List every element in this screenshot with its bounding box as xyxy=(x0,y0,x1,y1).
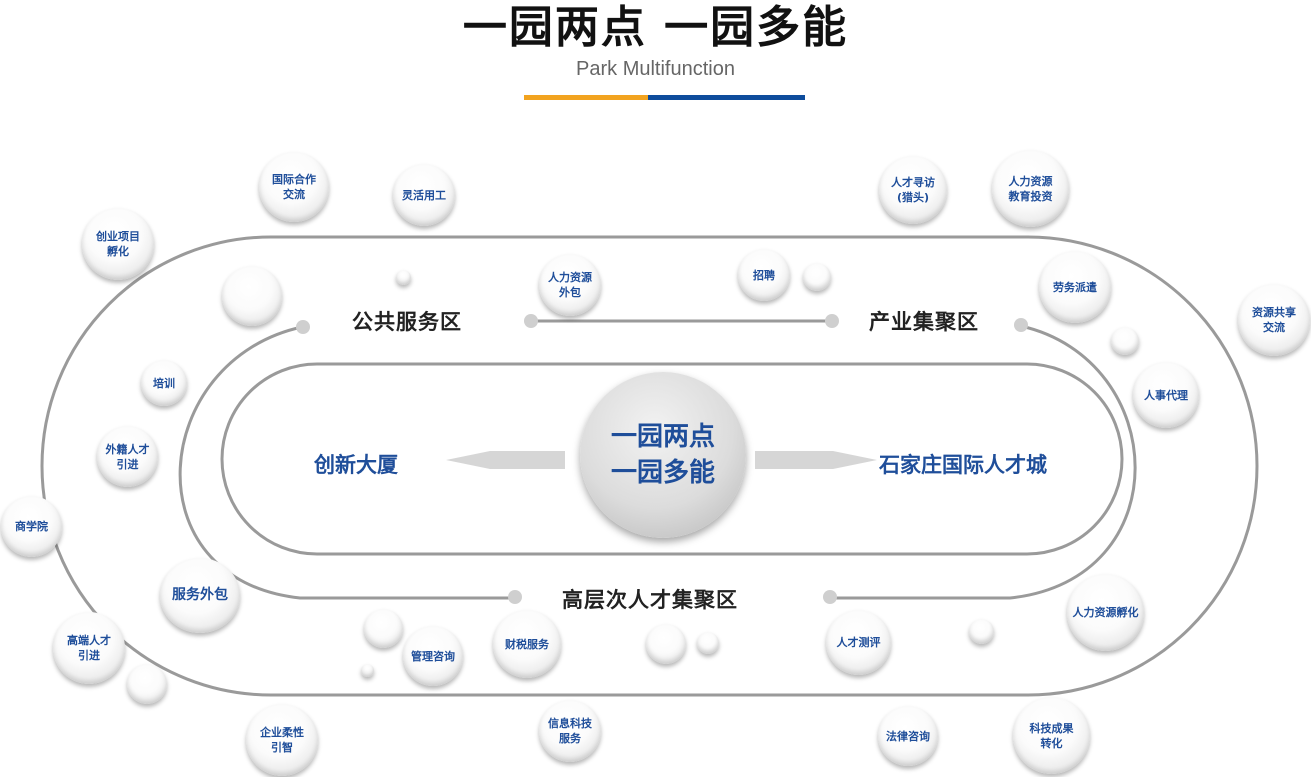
service-bubble: 企业柔性 引智 xyxy=(246,704,318,776)
service-bubble: 人才测评 xyxy=(826,610,891,675)
service-bubble: 科技成果 转化 xyxy=(1013,697,1090,774)
service-bubble: 人事代理 xyxy=(1133,362,1199,428)
dot xyxy=(508,590,522,604)
service-bubble: 国际合作 交流 xyxy=(259,152,329,222)
service-bubble: 灵活用工 xyxy=(393,164,455,226)
page-title: 一园两点 一园多能 xyxy=(462,2,849,53)
zone-industry-cluster: 产业集聚区 xyxy=(869,310,979,334)
service-bubble: 人力资源 教育投资 xyxy=(992,150,1069,227)
middle-track-left xyxy=(178,325,515,600)
service-bubble: 财税服务 xyxy=(493,610,561,678)
page-subtitle: Park Multifunction xyxy=(576,58,735,80)
service-bubble: 服务外包 xyxy=(160,558,240,633)
decorative-bubble xyxy=(697,632,719,654)
accent-bar-blue xyxy=(648,95,805,100)
dot xyxy=(296,320,310,334)
decorative-bubble xyxy=(803,263,831,291)
dot xyxy=(825,314,839,328)
service-bubble: 商学院 xyxy=(1,496,62,557)
service-bubble: 创业项目 孵化 xyxy=(82,208,154,280)
center-hub: 一园两点 一园多能 xyxy=(580,372,746,538)
service-bubble: 人才寻访 (猎头) xyxy=(879,156,947,224)
zone-high-talent: 高层次人才集聚区 xyxy=(562,588,738,612)
decorative-bubble xyxy=(646,624,686,664)
decorative-bubble xyxy=(222,266,282,326)
service-bubble: 劳务派遣 xyxy=(1039,251,1111,323)
hub-line-1: 一园两点 xyxy=(610,422,715,452)
decorative-bubble xyxy=(364,609,403,648)
accent-bar-orange xyxy=(524,95,648,100)
arrow-right xyxy=(755,451,877,469)
decorative-bubble xyxy=(361,664,374,677)
right-site-label: 石家庄国际人才城 xyxy=(879,452,1047,477)
service-bubble: 人力资源 外包 xyxy=(539,254,601,316)
service-bubble: 法律咨询 xyxy=(878,706,938,766)
dot xyxy=(524,314,538,328)
left-site-label: 创新大厦 xyxy=(314,452,398,477)
decorative-bubble xyxy=(969,619,994,644)
decorative-bubble xyxy=(1111,327,1139,355)
arrow-left xyxy=(446,451,565,469)
service-bubble: 人力资源孵化 xyxy=(1067,574,1144,651)
service-bubble: 资源共享 交流 xyxy=(1238,284,1310,356)
service-bubble: 培训 xyxy=(141,360,187,406)
outer-track xyxy=(40,235,1259,697)
decorative-bubble xyxy=(396,270,411,285)
zone-public-service: 公共服务区 xyxy=(352,310,462,334)
service-bubble: 招聘 xyxy=(738,249,790,301)
inner-track xyxy=(220,362,1124,556)
hub-line-2: 一园多能 xyxy=(610,458,715,488)
dot xyxy=(1014,318,1028,332)
service-bubble: 高端人才 引进 xyxy=(53,612,125,684)
middle-track-right xyxy=(831,324,1137,600)
dot xyxy=(823,590,837,604)
decorative-bubble xyxy=(127,664,167,704)
service-bubble: 管理咨询 xyxy=(403,626,463,686)
service-bubble: 信息科技 服务 xyxy=(539,700,601,762)
service-bubble: 外籍人才 引进 xyxy=(97,426,158,487)
